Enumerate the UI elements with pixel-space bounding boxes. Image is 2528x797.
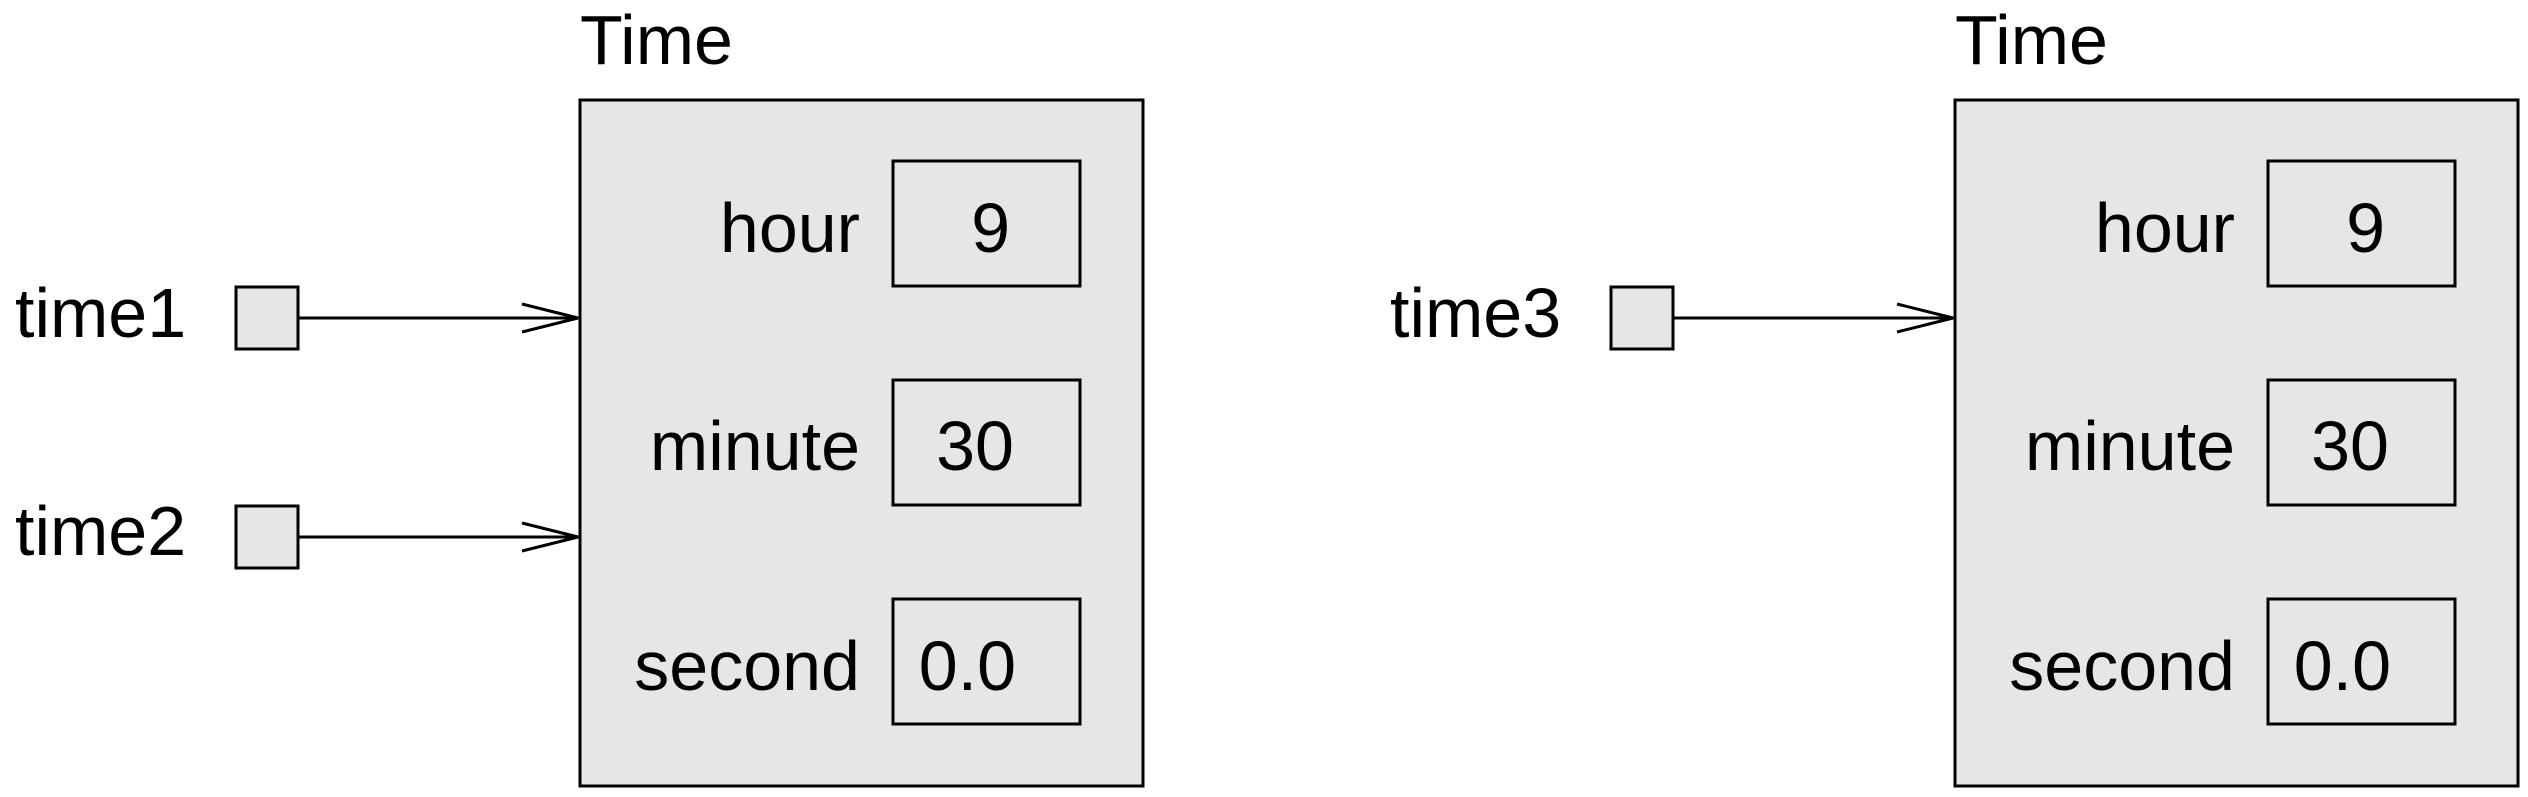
- arrow-head-icon: [1896, 302, 1954, 334]
- field-value-hour: 9: [971, 189, 1010, 267]
- variable-name: time1: [15, 274, 186, 352]
- field-value-second: 0.0: [2294, 627, 2391, 705]
- variable-time3: time3: [1390, 274, 1954, 352]
- object-type-label: Time: [1955, 1, 2108, 79]
- field-value-minute: 30: [936, 407, 1014, 485]
- field-name-minute: minute: [650, 407, 860, 485]
- field-name-second: second: [634, 627, 860, 705]
- field-name-minute: minute: [2025, 407, 2235, 485]
- field-value-box-second: [891, 597, 1082, 726]
- field-value-second: 0.0: [919, 627, 1016, 705]
- field-value-box-minute: [2266, 378, 2457, 507]
- time-object-left: Time hour 9 minute 30 second 0.0: [578, 1, 1145, 788]
- field-value-box-minute: [891, 378, 1082, 507]
- field-value-minute: 30: [2311, 407, 2389, 485]
- variable-time2: time2: [15, 492, 579, 570]
- field-value-hour: 9: [2346, 189, 2385, 267]
- field-value-box-second: [2266, 597, 2457, 726]
- variable-name: time3: [1390, 274, 1561, 352]
- field-name-hour: hour: [720, 189, 860, 267]
- field-name-hour: hour: [2095, 189, 2235, 267]
- field-name-second: second: [2009, 627, 2235, 705]
- field-value-box-hour: [2266, 159, 2457, 288]
- reference-box: [1609, 285, 1675, 351]
- arrow-head-icon: [521, 521, 579, 553]
- time-object-right: Time hour 9 minute 30 second 0.0: [1953, 1, 2520, 788]
- field-value-box-hour: [891, 159, 1082, 288]
- variable-time1: time1: [15, 274, 579, 352]
- variable-name: time2: [15, 492, 186, 570]
- arrow-head-icon: [521, 302, 579, 334]
- object-type-label: Time: [580, 1, 733, 79]
- reference-box: [234, 285, 300, 351]
- reference-box: [234, 504, 300, 570]
